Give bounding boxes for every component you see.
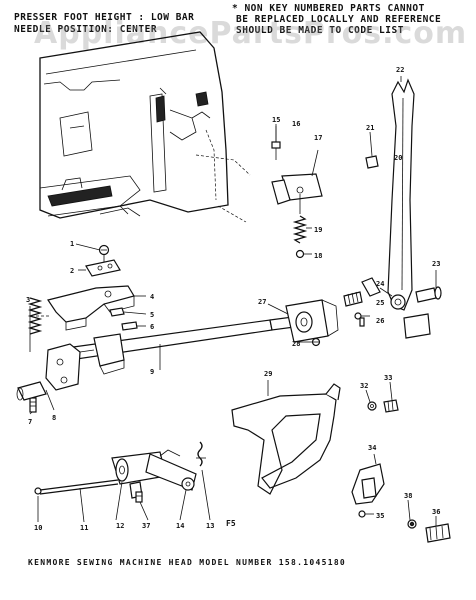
callout-20: 20 <box>394 154 402 162</box>
screw-18 <box>295 249 312 259</box>
pin-7 <box>29 397 37 413</box>
callout-24: 24 <box>376 280 384 288</box>
spring-13 <box>196 441 206 467</box>
callout-16: 16 <box>292 120 300 128</box>
screw-33 <box>383 399 399 413</box>
callout-29: 29 <box>264 370 272 378</box>
callout-21: 21 <box>366 124 374 132</box>
nut-21 <box>365 155 379 169</box>
shaft-11 <box>39 479 119 495</box>
callout-9: 9 <box>150 368 154 376</box>
callout-18: 18 <box>314 252 322 260</box>
callout-8: 8 <box>52 414 56 422</box>
callout-5: 5 <box>150 311 154 319</box>
screw-5 <box>109 307 147 317</box>
callout-25: 25 <box>376 299 384 307</box>
callout-32: 32 <box>360 382 368 390</box>
knob-36 <box>425 523 451 543</box>
lever-22 <box>361 76 415 311</box>
callout-34: 34 <box>368 444 376 452</box>
callout-6: 6 <box>150 323 154 331</box>
needle-position-note: NEEDLE POSITION: CENTER <box>14 24 158 35</box>
stud-23 <box>403 270 442 339</box>
pressure-block-17 <box>271 149 323 214</box>
presser-foot-note: PRESSER FOOT HEIGHT : LOW BAR <box>14 12 195 23</box>
washer-10 <box>34 487 42 495</box>
bracket-34 <box>351 453 385 505</box>
callout-2: 2 <box>70 267 74 275</box>
link-14 <box>145 449 197 491</box>
callout-labels: 1 2 3 4 5 6 7 8 9 10 11 12 13 14 15 16 1… <box>26 66 440 532</box>
callout-26: 26 <box>376 317 384 325</box>
callout-4: 4 <box>150 293 154 301</box>
callout-12: 12 <box>116 522 124 530</box>
callout-23: 23 <box>432 260 440 268</box>
screw-37 <box>135 491 143 503</box>
guide-27 <box>285 299 339 343</box>
callout-10: 10 <box>34 524 42 532</box>
callout-leaders <box>29 124 437 526</box>
pin-26 <box>359 317 365 327</box>
clamp-plate-2 <box>78 259 121 277</box>
callout-33: 33 <box>384 374 392 382</box>
parts-note-line-1: * NON KEY NUMBERED PARTS CANNOT <box>232 3 425 14</box>
spring-19 <box>292 215 312 244</box>
callout-35: 35 <box>376 512 384 520</box>
callout-3: 3 <box>26 296 30 304</box>
lever-29 <box>231 380 341 495</box>
presser-bar-guide-4 <box>47 285 146 331</box>
diagram-caption: KENMORE SEWING MACHINE HEAD MODEL NUMBER… <box>28 558 347 567</box>
callout-27: 27 <box>258 298 266 306</box>
machine-head-outline <box>39 31 251 223</box>
callout-38: 38 <box>404 492 412 500</box>
screw-24 <box>343 291 363 307</box>
callout-15: 15 <box>272 116 280 124</box>
callout-37: 37 <box>142 522 150 530</box>
callout-7: 7 <box>28 418 32 426</box>
spring-3 <box>27 297 50 352</box>
washer-38 <box>407 519 417 529</box>
watermark: AppliancePartsPros.com <box>34 16 468 51</box>
screw-35 <box>358 510 374 518</box>
needle-bar-9 <box>45 315 303 391</box>
parts-note-line-2: BE REPLACED LOCALLY AND REFERENCE <box>236 14 442 25</box>
parts-note-line-3: SHOULD BE MADE TO CODE LIST <box>236 25 404 36</box>
callout-1: 1 <box>70 240 74 248</box>
presser-foot-8 <box>16 381 55 411</box>
washer-32 <box>367 401 377 411</box>
callout-17: 17 <box>314 134 322 142</box>
page-number: F5 <box>226 519 236 528</box>
callout-11: 11 <box>80 524 88 532</box>
pin-6 <box>121 321 146 331</box>
callout-13: 13 <box>206 522 214 530</box>
screw-28 <box>311 337 321 347</box>
screw-1 <box>75 243 110 262</box>
callout-36: 36 <box>432 508 440 516</box>
callout-28: 28 <box>292 340 300 348</box>
callout-22: 22 <box>396 66 404 74</box>
callout-14: 14 <box>176 522 184 530</box>
callout-19: 19 <box>314 226 322 234</box>
